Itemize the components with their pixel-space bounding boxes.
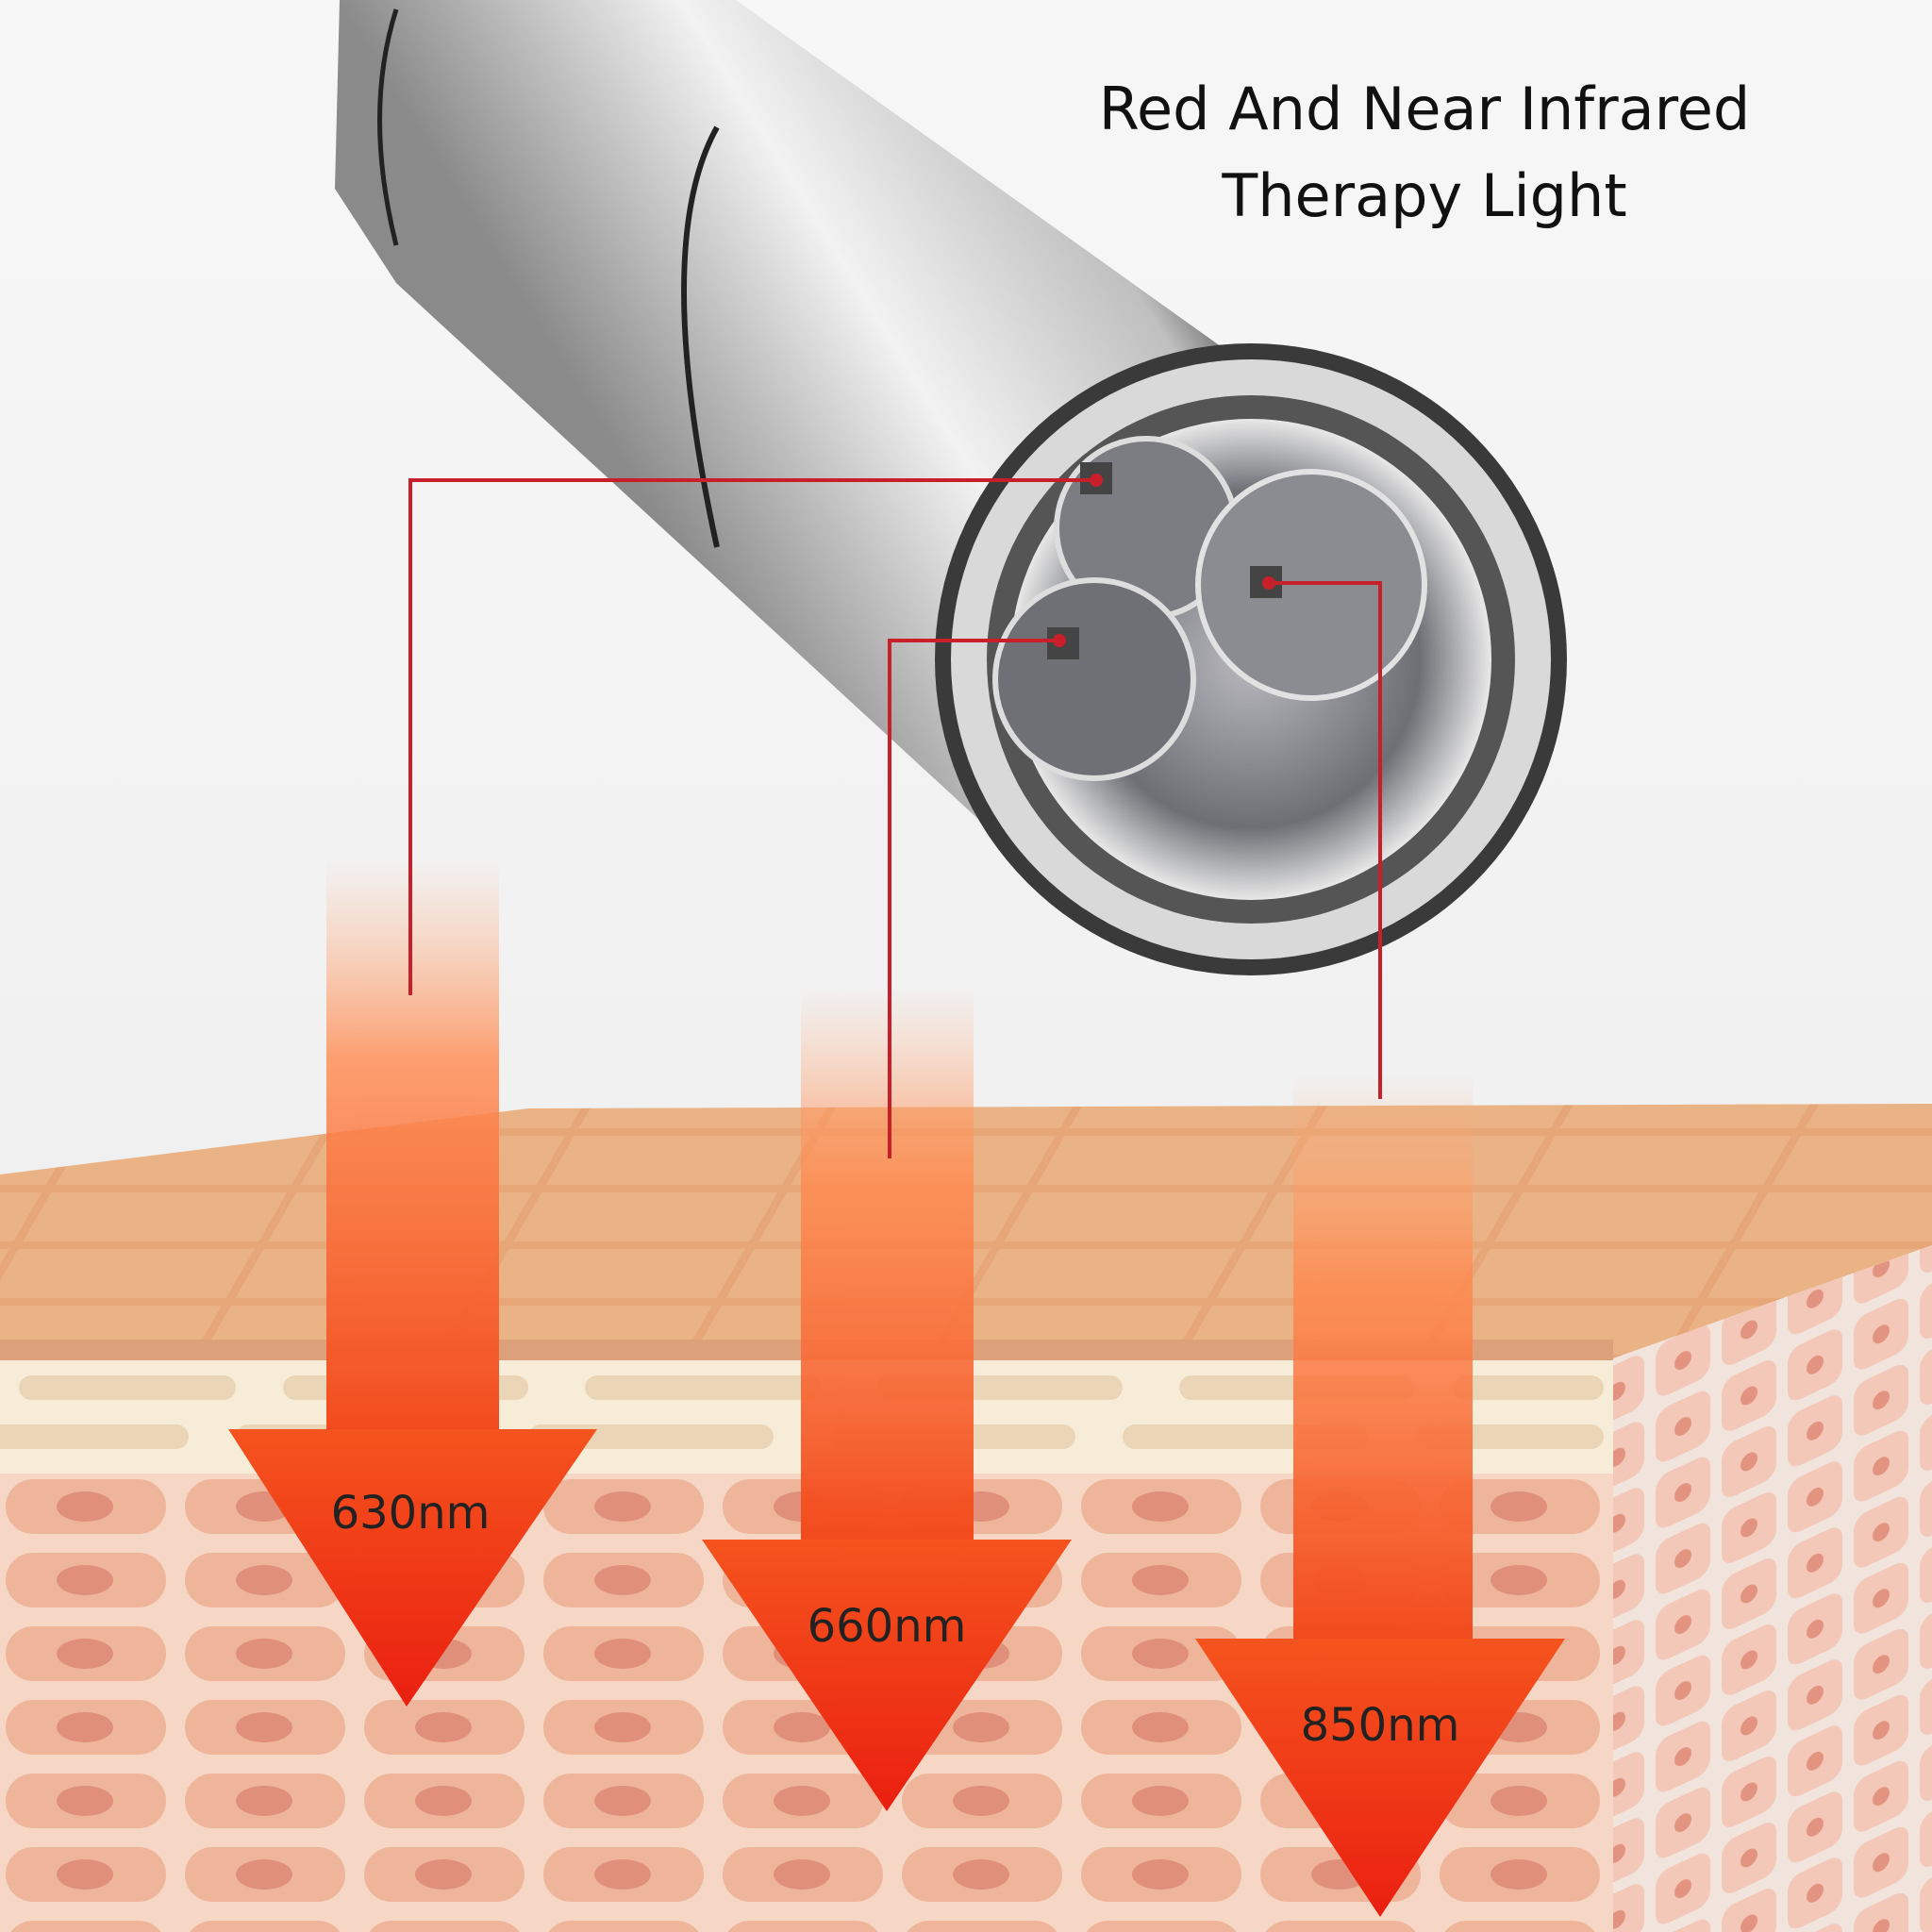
arrow-head-630 [228,1429,597,1707]
label-630nm: 630nm [331,1487,491,1540]
beam-660 [801,986,974,1542]
skin-side-face [1613,1245,1932,1932]
arrow-head-850 [1195,1639,1565,1917]
wavelength-arrows: 630nm 660nm 850nm [228,858,1565,1917]
pointer-lines [408,478,1382,1158]
label-660nm: 660nm [808,1600,967,1653]
pointer-line-850 [1269,581,1382,1099]
arrow-head-660 [702,1540,1072,1811]
title-line-2: Therapy Light [1222,161,1627,230]
led-3 [992,577,1196,781]
pointer-line-660 [888,639,1059,1158]
beam-850 [1293,1075,1473,1641]
diagram-title: Red And Near Infrared Therapy Light [1019,66,1830,240]
label-850nm: 850nm [1301,1699,1460,1752]
beam-630 [326,858,499,1430]
pointer-line-630 [408,478,1096,995]
title-line-1: Red And Near Infrared [1098,75,1751,143]
